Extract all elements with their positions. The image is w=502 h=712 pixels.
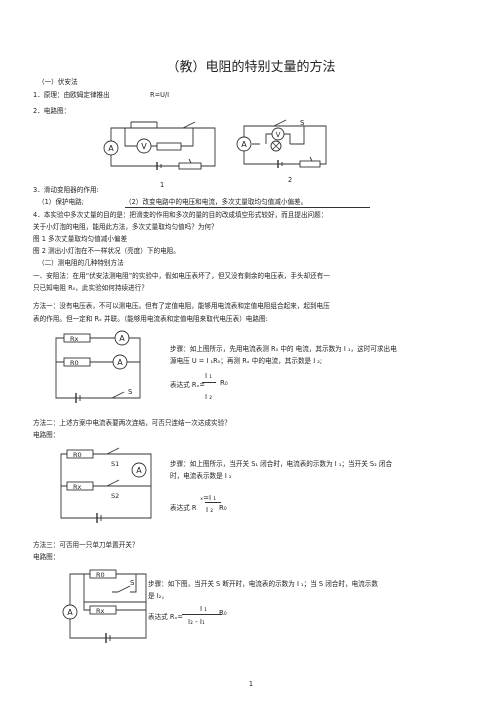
method-3-step-2: 是 I₂， xyxy=(148,592,168,600)
figure-note-2: 图 2 测出小灯泡在不一样状况（亮度）下的电阻。 xyxy=(33,247,180,255)
intro-line-1: 一、安阻法：在用“伏安法测电阻”的实验中，假如电压表坏了，但又没有剩余的电压表，… xyxy=(33,272,330,280)
principle-text: 1．原理：由欧姆定律推出 xyxy=(33,91,110,99)
ammeter-icon xyxy=(236,136,252,152)
method-3-step-1: 步骤：如下图，当开关 S 断开时，电流表的示数为 I ₁；当 S 闭合时，电流示… xyxy=(148,580,378,588)
method-1-r0: R₀ xyxy=(220,379,228,387)
rx-label: Rx xyxy=(70,335,79,343)
ammeter-label: A xyxy=(136,466,142,475)
r0-resistor-icon xyxy=(89,569,117,579)
method-2-step-2: 时，电流表示数是 I ₂ xyxy=(170,472,232,480)
section-heading-special: （二）测电阻的几种特别方法 xyxy=(38,259,124,267)
method-2-subscript: ₓ= xyxy=(200,494,209,502)
fraction-bar xyxy=(182,614,222,615)
ammeter-label: A xyxy=(117,358,123,367)
rx-label: Rx xyxy=(96,607,105,615)
figure-1-number: 1 xyxy=(160,181,165,189)
method-3-expression: 表达式 Rₓ= xyxy=(148,613,183,621)
ammeter-icon xyxy=(103,140,119,156)
section-heading-voltammetry: （一）伏安法 xyxy=(38,78,78,86)
ammeter-icon xyxy=(62,604,78,620)
circuit-method-1: Rx R0 A A S xyxy=(55,330,141,403)
circuit-method-2: R0 Rx S1 S2 A xyxy=(60,447,152,523)
switch-s1-label: S1 xyxy=(111,460,119,468)
r0-label: R0 xyxy=(96,571,105,579)
r0-resistor-icon xyxy=(66,449,94,459)
underline xyxy=(125,207,370,208)
voltmeter-icon xyxy=(271,127,285,141)
method-1-line-1: 方法一：没有电压表，不可以测电压。但有了定值电阻，能够用电流表和定值电阻组合起来… xyxy=(33,302,330,310)
method-3-numerator: I ₁ xyxy=(200,605,208,613)
r0-resistor-icon xyxy=(63,357,91,367)
switch-label: S xyxy=(300,119,305,127)
method-2-numerator: I ₁ xyxy=(209,494,217,502)
method-2-r0: R₀ xyxy=(219,504,227,512)
ammeter-icon xyxy=(112,354,128,370)
rx-label: Rx xyxy=(73,483,82,491)
switch-s2-label: S2 xyxy=(111,492,119,500)
method-2-line-2: 电路图： xyxy=(33,431,60,439)
figure-2-number: 2 xyxy=(288,176,293,184)
voltmeter-label: V xyxy=(276,131,281,139)
method-2-line-1: 方法二：上述方案中电流表要两次连结，可否只连结一次达成实验？ xyxy=(33,419,231,427)
ammeter-label: A xyxy=(67,608,73,617)
method-1-step-1: 步骤：如上图所示，先用电流表测 R₀ 中的 电流，其示数为 I ₁，这时可求出电 xyxy=(170,345,397,353)
rx-resistor-icon xyxy=(66,481,94,491)
circuit-figure-1: A V xyxy=(103,121,216,170)
r0-label: R0 xyxy=(73,451,82,459)
method-1-step-2: 源电压 U = I ₁R₀；再测 Rₓ 中的电流，其示数是 I ₂; xyxy=(170,357,323,365)
rheostat-role-2: （2）改变电路中的电压和电流，多次丈量取均匀值减小偏差。 xyxy=(125,198,308,206)
ammeter-label: A xyxy=(108,144,114,153)
method-1-line-2: 表的作用。但一定和 Rₓ 并联。（能够用电流表和定值电阻来取代电压表）电路图: xyxy=(33,315,268,323)
voltmeter-label: V xyxy=(141,142,147,151)
resistor-icon xyxy=(156,142,182,151)
method-2-denominator: I ₂ xyxy=(206,506,214,514)
method-3-line-1: 方法三：可否用一只单刀单置开关？ xyxy=(33,541,139,549)
method-3-denominator: I₂ - I₁ xyxy=(188,618,205,626)
question-4: 4．本实验中多次丈量的目的是：把滑变的作用和多次的量的目的改成填空形式较好，而且… xyxy=(33,211,328,219)
method-1-denominator: I ₂ xyxy=(205,393,213,401)
rx-resistor-icon xyxy=(63,333,91,343)
ammeter-icon xyxy=(114,330,130,346)
method-2-step-1: 步骤：如上图所示，当开关 S₁ 闭合时，电流表的示数为 I ₁；当开关 S₂ 闭… xyxy=(170,460,393,468)
method-3-line-2: 电路图： xyxy=(33,553,60,561)
circuit-figure-2: A V S xyxy=(236,119,327,168)
method-1-expression: 表达式 Rₓ= xyxy=(170,381,205,389)
r0-label: R0 xyxy=(70,359,79,367)
fraction-bar xyxy=(202,382,216,383)
switch-label: S xyxy=(130,579,135,587)
circuit-method-3: R0 Rx S A xyxy=(62,569,147,643)
fraction-bar xyxy=(205,502,221,503)
ammeter-icon xyxy=(131,462,147,478)
question-4b: 关于小灯泡的电阻，能用此方法，多次丈量取均匀值吗？为何？ xyxy=(33,223,218,231)
ammeter-label: A xyxy=(241,140,247,149)
ammeter-label: A xyxy=(119,334,125,343)
page-number: 1 xyxy=(248,680,254,688)
method-3-r0: R₀ xyxy=(219,609,227,617)
circuit-diagram-label: 2．电路图： xyxy=(33,107,71,115)
rheostat-role-1: （1）保护电路; xyxy=(38,198,84,206)
principle-formula: R=U/I xyxy=(150,91,170,99)
switch-label: S xyxy=(128,388,133,396)
method-1-numerator: I ₁ xyxy=(205,372,213,380)
rheostat-heading: 3．滑动变阻器的作用: xyxy=(33,186,99,194)
page-title: （教）电阻的特别丈量的方法 xyxy=(166,60,336,75)
intro-line-2: 只已知电阻 R₀，此实验如何持续进行？ xyxy=(33,284,148,292)
method-2-expression: 表达式 R xyxy=(170,504,197,512)
figure-note-1: 图 1 多次丈量取均匀值减小偏差 xyxy=(33,235,128,243)
